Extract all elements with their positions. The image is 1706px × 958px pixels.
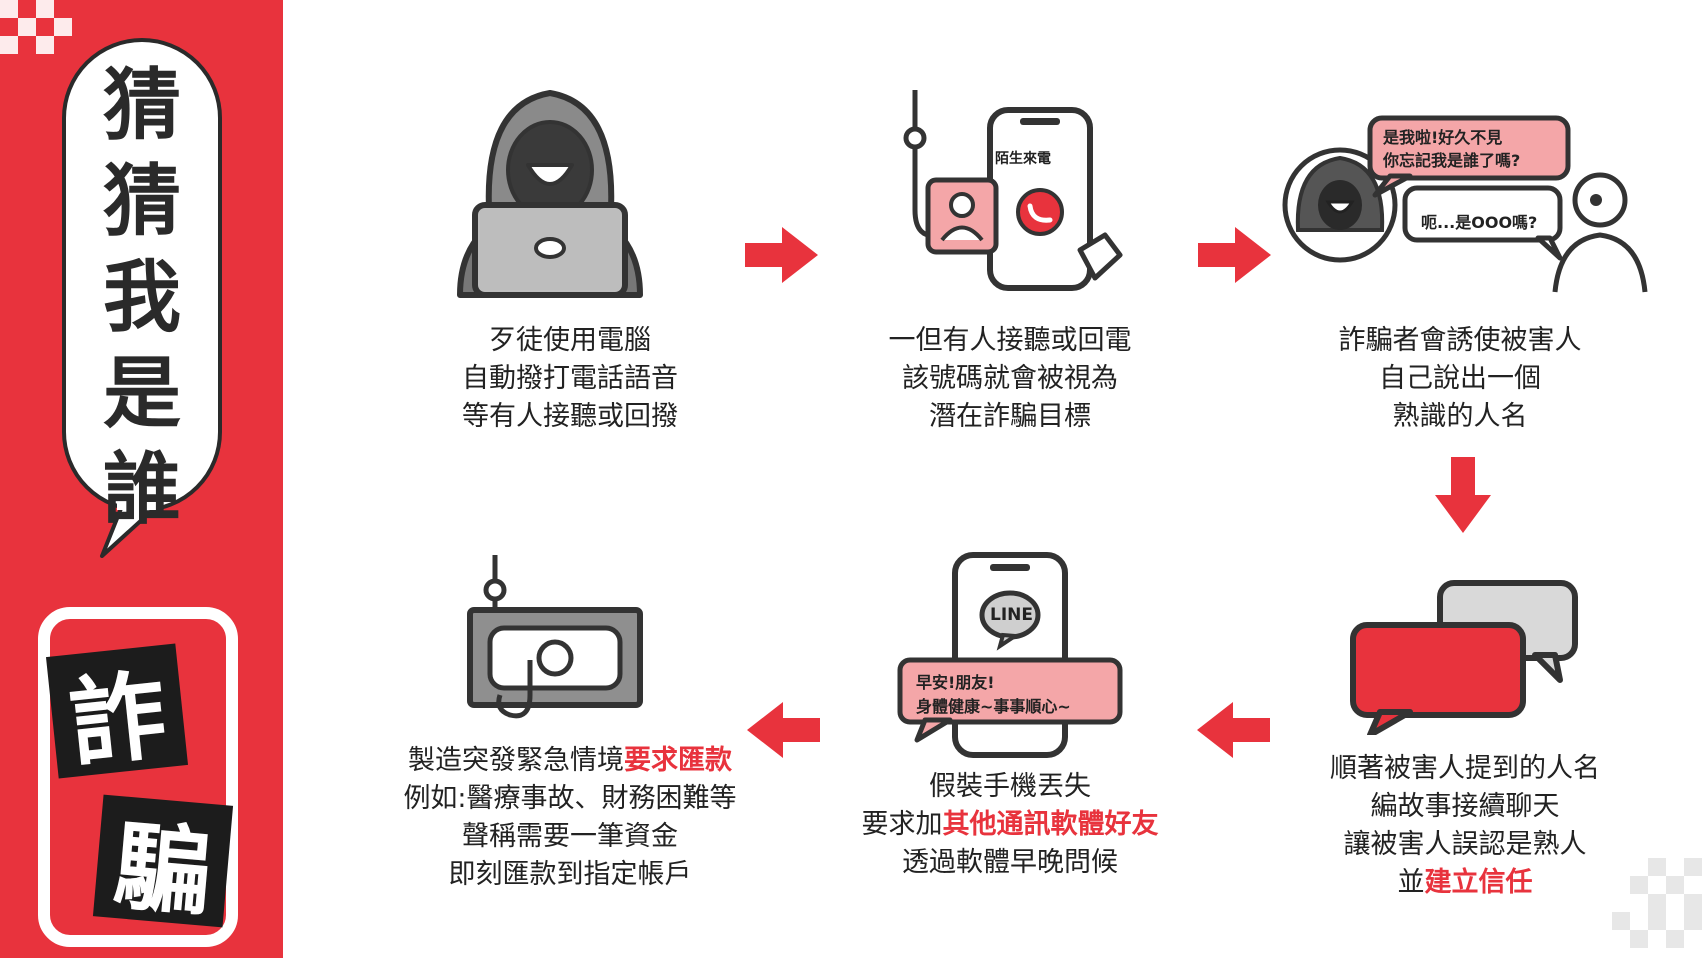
victim-bubble-text: 呃...是OOO嗎? — [1421, 213, 1538, 232]
speech-bubble-shape — [62, 38, 222, 558]
highlight-text: 其他通訊軟體好友 — [942, 809, 1159, 840]
highlight-text: 建立信任 — [1424, 867, 1533, 898]
caption-line: 等有人接聽或回撥 — [462, 401, 678, 432]
page-title: 猜 猜 我 是 誰 — [62, 58, 222, 538]
caption-line: 例如:醫療事故、財務困難等 — [403, 783, 737, 814]
title-char: 猜 — [102, 157, 181, 247]
caption-line: 順著被害人提到的人名 — [1330, 753, 1600, 784]
title-char: 是 — [102, 349, 181, 439]
scammer-bubble-text: 你忘記我是誰了嗎? — [1383, 151, 1521, 170]
caption-line: 製造突發緊急情境要求匯款 — [340, 742, 800, 780]
scammer-bubble-text: 是我啦!好久不見 — [1383, 128, 1503, 147]
arrow-down-icon — [1435, 457, 1491, 533]
caption-line: 歹徒使用電腦 — [489, 325, 651, 356]
caption-line: 編故事接續聊天 — [1370, 791, 1560, 822]
line-app-label: LINE — [990, 605, 1033, 625]
caption-line: 該號碼就會被視為 — [902, 363, 1118, 394]
greeting-bubble-text: 身體健康~事事順心~ — [916, 697, 1071, 716]
arrow-left-icon — [747, 702, 820, 758]
caption-line: 讓被害人誤認是熟人 — [1343, 829, 1587, 860]
caption-line: 透過軟體早晚問候 — [902, 847, 1118, 878]
step-2-caption: 一但有人接聽或回電 該號碼就會被視為 潛在詐騙目標 — [820, 322, 1200, 436]
caption-line: 自己說出一個 — [1379, 363, 1541, 394]
highlight-text: 要求匯款 — [624, 745, 732, 776]
caption-line: 聲稱需要一筆資金 — [462, 821, 678, 852]
fraud-char-tile: 騙 — [92, 794, 234, 929]
caption-line: 要求加其他通訊軟體好友 — [810, 806, 1210, 844]
caption-line: 熟識的人名 — [1392, 401, 1528, 432]
caption-line: 假裝手機丟失 — [929, 771, 1091, 802]
title-char: 我 — [102, 253, 181, 343]
caption-line: 自動撥打電話語音 — [462, 363, 678, 394]
step-1-caption: 歹徒使用電腦 自動撥打電話語音 等有人接聽或回撥 — [380, 322, 760, 436]
checker-pattern-decoration — [0, 0, 80, 60]
conversation-icon — [1282, 115, 1648, 293]
greeting-bubble-text: 早安!朋友! — [916, 673, 995, 692]
caption-line: 一但有人接聽或回電 — [888, 325, 1132, 356]
title-char: 誰 — [102, 445, 181, 535]
caption-line: 並建立信任 — [1270, 864, 1660, 902]
caption-line: 詐騙者會誘使被害人 — [1338, 325, 1582, 356]
caption-line: 潛在詐騙目標 — [929, 401, 1091, 432]
caption-text: 並 — [1397, 867, 1425, 898]
phone-frame-decoration — [38, 607, 238, 947]
step-6-caption: 製造突發緊急情境要求匯款 例如:醫療事故、財務困難等 聲稱需要一筆資金 即刻匯款… — [340, 742, 800, 894]
arrow-right-icon — [745, 227, 818, 283]
fraud-char-tile: 詐 — [45, 643, 189, 780]
caption-text: 要求加 — [861, 809, 943, 840]
phone-caller-label: 陌生來電 — [995, 151, 1051, 167]
arrow-left-icon — [1197, 702, 1270, 758]
phone-hook-icon — [903, 90, 1123, 291]
step-5-caption: 假裝手機丟失 要求加其他通訊軟體好友 透過軟體早晚問候 — [810, 768, 1210, 882]
checker-pattern-decoration — [1608, 858, 1706, 958]
step-3-caption: 詐騙者會誘使被害人 自己說出一個 熟識的人名 — [1270, 322, 1650, 436]
money-hook-icon — [467, 555, 643, 719]
caption-text: 製造突發緊急情境 — [408, 745, 624, 776]
step-4-caption: 順著被害人提到的人名 編故事接續聊天 讓被害人誤認是熟人 並建立信任 — [1270, 750, 1660, 902]
title-char: 猜 — [102, 61, 181, 151]
arrow-right-icon — [1198, 227, 1271, 283]
line-phone-icon — [897, 552, 1123, 758]
hacker-laptop-icon — [457, 89, 643, 298]
caption-line: 即刻匯款到指定帳戶 — [448, 859, 692, 890]
chat-bubbles-icon — [1350, 580, 1578, 735]
